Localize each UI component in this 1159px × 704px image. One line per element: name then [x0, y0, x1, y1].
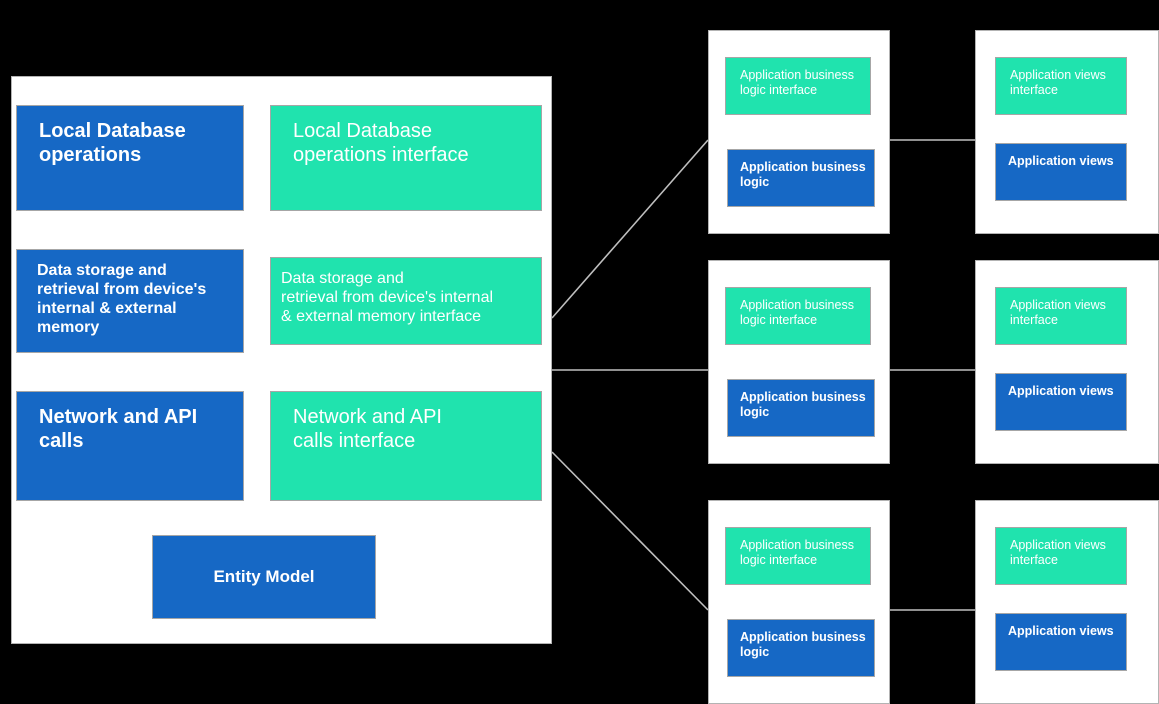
views-panel-2: Application views interface Application …: [975, 260, 1159, 464]
box-entity-model[interactable]: Entity Model: [152, 535, 376, 619]
box-app-views-interface-2[interactable]: Application views interface: [995, 287, 1127, 345]
data-layer-panel: Local Database operations Local Database…: [11, 76, 552, 644]
box-data-storage-retrieval-interface[interactable]: Data storage and retrieval from device's…: [270, 257, 542, 345]
business-logic-panel-3: Application business logic interface App…: [708, 500, 890, 704]
box-app-views-2[interactable]: Application views: [995, 373, 1127, 431]
box-app-views-3[interactable]: Application views: [995, 613, 1127, 671]
box-data-storage-retrieval[interactable]: Data storage and retrieval from device's…: [16, 249, 244, 353]
box-app-business-logic-interface-1[interactable]: Application business logic interface: [725, 57, 871, 115]
box-network-api-calls-interface[interactable]: Network and API calls interface: [270, 391, 542, 501]
box-app-business-logic-1[interactable]: Application business logic: [727, 149, 875, 207]
views-panel-1: Application views interface Application …: [975, 30, 1159, 234]
box-app-views-interface-3[interactable]: Application views interface: [995, 527, 1127, 585]
connector-to-group-3: [551, 451, 709, 611]
connector-to-group-1: [551, 139, 709, 319]
box-network-api-calls[interactable]: Network and API calls: [16, 391, 244, 501]
box-app-views-1[interactable]: Application views: [995, 143, 1127, 201]
box-app-business-logic-3[interactable]: Application business logic: [727, 619, 875, 677]
box-local-db-operations-interface[interactable]: Local Database operations interface: [270, 105, 542, 211]
business-logic-panel-1: Application business logic interface App…: [708, 30, 890, 234]
views-panel-3: Application views interface Application …: [975, 500, 1159, 704]
box-local-db-operations[interactable]: Local Database operations: [16, 105, 244, 211]
box-app-views-interface-1[interactable]: Application views interface: [995, 57, 1127, 115]
business-logic-panel-2: Application business logic interface App…: [708, 260, 890, 464]
box-app-business-logic-2[interactable]: Application business logic: [727, 379, 875, 437]
box-app-business-logic-interface-2[interactable]: Application business logic interface: [725, 287, 871, 345]
box-app-business-logic-interface-3[interactable]: Application business logic interface: [725, 527, 871, 585]
